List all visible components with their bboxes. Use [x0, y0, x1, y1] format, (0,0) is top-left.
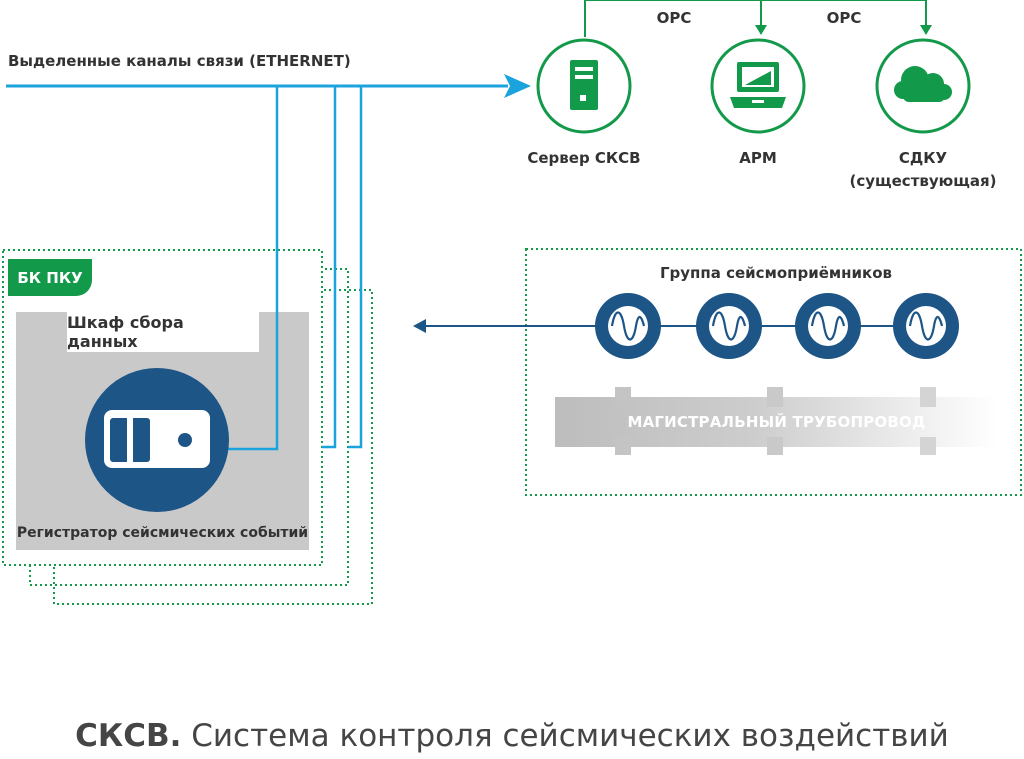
- wave-icon: [711, 311, 747, 341]
- caption-text: Система контроля сейсмических воздействи…: [181, 718, 949, 754]
- sensor-group-title: Группа сейсмоприёмников: [659, 264, 893, 282]
- caption: СКСВ. Система контроля сейсмических возд…: [0, 718, 1024, 754]
- wave-icon: [810, 311, 846, 341]
- sdku-label: СДКУ: [898, 149, 948, 167]
- sdku-sublabel: (существующая): [849, 172, 997, 190]
- cloud-icon: [894, 66, 952, 102]
- opc-connector: [584, 0, 927, 37]
- channels-label: Выделенные каналы связи (ETHERNET): [8, 52, 351, 70]
- arm-label: АРМ: [739, 149, 777, 167]
- pipeline-label: МАГИСТРАЛЬНЫЙ ТРУБОПРОВОД: [627, 413, 926, 431]
- opc-label-2: OPC: [826, 9, 862, 27]
- opc-arrow-sdku: [920, 25, 932, 35]
- sensor-4: [893, 293, 959, 359]
- recorder-icon: [104, 410, 210, 468]
- ethernet-arrowhead: [504, 74, 531, 98]
- opc-arrow-arm: [755, 25, 767, 35]
- recorder-label: Регистратор сейсмических событий: [16, 525, 309, 541]
- server-label: Сервер СКСВ: [527, 149, 641, 167]
- cabinet-title: Шкаф сбора данных: [67, 311, 259, 352]
- wave-icon: [908, 311, 944, 341]
- sensor-group-frame: [525, 248, 1022, 496]
- opc-label-1: OPC: [656, 9, 692, 27]
- signal-arrowhead: [413, 319, 426, 333]
- caption-bold: СКСВ.: [75, 718, 182, 754]
- ethernet-line-2: [322, 86, 337, 449]
- wave-icon: [610, 311, 646, 341]
- sensor-1: [595, 293, 661, 359]
- sensor-2: [696, 293, 762, 359]
- ethernet-line-1: [228, 86, 279, 451]
- server-icon: [570, 60, 598, 110]
- pipeline: [555, 387, 998, 455]
- ethernet-line-3: [348, 86, 363, 449]
- laptop-icon: [730, 62, 786, 108]
- sensor-3: [795, 293, 861, 359]
- bk-pku-badge: БК ПКУ: [8, 259, 92, 296]
